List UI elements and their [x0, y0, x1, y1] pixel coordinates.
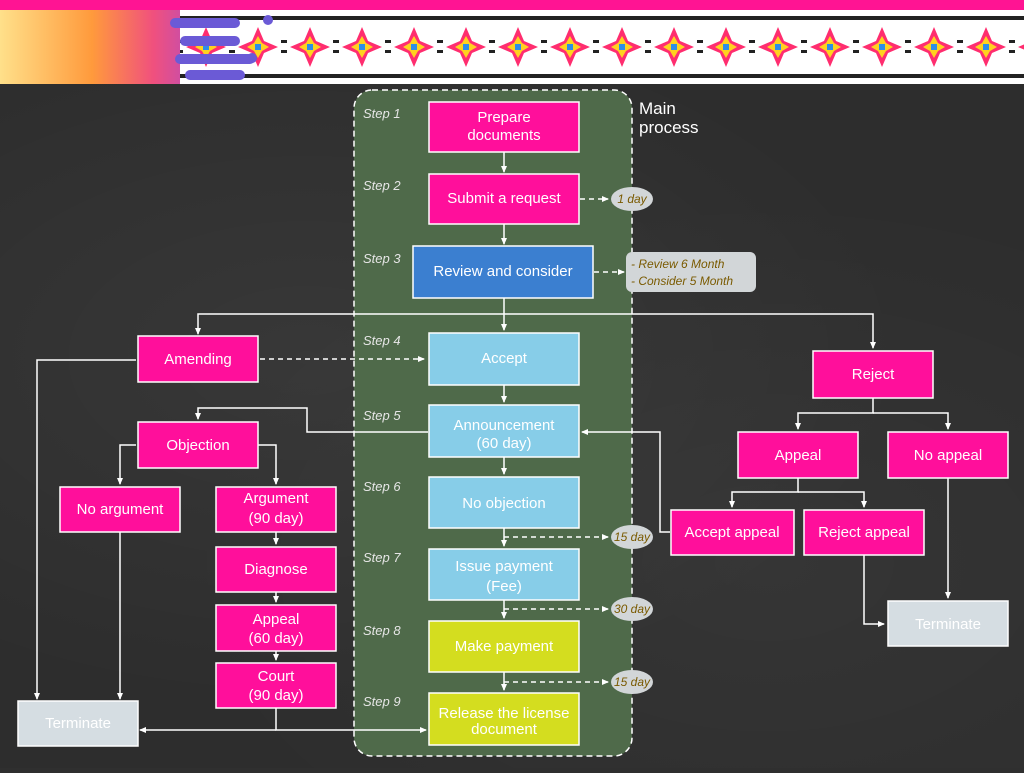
svg-text:(90 day): (90 day)	[248, 510, 303, 527]
box-review-consider: Review and consider	[412, 245, 594, 299]
svg-text:Make payment: Make payment	[455, 638, 554, 655]
svg-text:- Review 6 Month: - Review 6 Month	[631, 257, 725, 271]
main-process-label-line2: process	[639, 118, 699, 137]
svg-text:Amending: Amending	[164, 351, 232, 368]
svg-text:Announcement: Announcement	[454, 417, 556, 434]
svg-text:(Fee): (Fee)	[486, 578, 522, 595]
box-accept: Accept	[428, 332, 580, 386]
svg-text:Diagnose: Diagnose	[244, 561, 307, 578]
step-label-3: Step 3	[363, 251, 401, 266]
box-no-objection: No objection	[428, 476, 580, 529]
svg-text:Terminate: Terminate	[45, 715, 111, 732]
svg-text:(60 day): (60 day)	[476, 435, 531, 452]
step-label-2: Step 2	[363, 178, 401, 193]
box-issue-payment: Issue payment (Fee)	[428, 548, 580, 601]
step-label-1: Step 1	[363, 106, 401, 121]
svg-text:Objection: Objection	[166, 437, 229, 454]
step-label-5: Step 5	[363, 408, 401, 423]
box-reject-appeal: Reject appeal	[803, 509, 925, 556]
box-reject: Reject	[812, 350, 934, 399]
box-terminate-right: Terminate	[887, 600, 1009, 647]
dashed-connectors	[260, 196, 625, 685]
svg-text:Release the license: Release the license	[439, 705, 570, 722]
svg-text:Review and consider: Review and consider	[433, 263, 572, 280]
svg-text:- Consider 5 Month: - Consider 5 Month	[631, 274, 733, 288]
timing-issue-payment: 30 day	[611, 597, 653, 621]
timing-make-payment: 15 day	[611, 670, 653, 694]
svg-text:documents: documents	[467, 127, 540, 144]
step-label-4: Step 4	[363, 333, 401, 348]
svg-text:15 day: 15 day	[614, 530, 651, 544]
box-accept-appeal: Accept appeal	[670, 509, 795, 556]
svg-text:(90 day): (90 day)	[248, 687, 303, 704]
chalkboard-background: Main process Step 1 Step 2 Step 3 Step 4…	[0, 84, 1024, 768]
svg-text:Appeal: Appeal	[253, 611, 300, 628]
svg-text:15 day: 15 day	[614, 675, 651, 689]
svg-text:(60 day): (60 day)	[248, 630, 303, 647]
svg-text:Court: Court	[258, 668, 296, 685]
box-appeal-right: Appeal	[737, 431, 859, 479]
decorative-pattern-banner	[0, 10, 1024, 84]
box-submit-request: Submit a request	[428, 173, 580, 225]
svg-text:Submit a request: Submit a request	[447, 190, 561, 207]
box-terminate-left: Terminate	[17, 700, 139, 747]
process-flow-diagram: Main process Step 1 Step 2 Step 3 Step 4…	[17, 89, 1009, 757]
svg-text:Issue payment: Issue payment	[455, 558, 553, 575]
svg-text:document: document	[471, 721, 538, 738]
box-announcement: Announcement (60 day)	[428, 404, 580, 458]
box-argument: Argument (90 day)	[215, 486, 337, 533]
main-connectors	[34, 152, 951, 733]
timing-no-objection: 15 day	[611, 525, 653, 549]
box-no-appeal: No appeal	[887, 431, 1009, 479]
step-label-8: Step 8	[363, 623, 401, 638]
box-prepare-documents: Prepare documents	[428, 101, 580, 153]
svg-text:1 day: 1 day	[617, 192, 647, 206]
box-court: Court (90 day)	[215, 662, 337, 709]
svg-text:Appeal: Appeal	[775, 447, 822, 464]
step-label-7: Step 7	[363, 550, 401, 565]
svg-text:No objection: No objection	[462, 495, 545, 512]
svg-text:Accept: Accept	[481, 350, 528, 367]
box-amending: Amending	[137, 335, 259, 383]
box-diagnose: Diagnose	[215, 546, 337, 593]
svg-text:Accept appeal: Accept appeal	[684, 524, 779, 541]
svg-text:Reject appeal: Reject appeal	[818, 524, 910, 541]
timing-submit: 1 day	[611, 187, 653, 211]
step-label-9: Step 9	[363, 694, 401, 709]
svg-text:Argument: Argument	[243, 490, 309, 507]
box-release-license: Release the license document	[428, 692, 580, 746]
svg-text:Terminate: Terminate	[915, 616, 981, 633]
svg-text:No appeal: No appeal	[914, 447, 982, 464]
svg-text:Prepare: Prepare	[477, 109, 530, 126]
svg-text:No argument: No argument	[77, 501, 165, 518]
main-process-label-line1: Main	[639, 99, 676, 118]
step-label-6: Step 6	[363, 479, 401, 494]
box-make-payment: Make payment	[428, 620, 580, 673]
box-no-argument: No argument	[59, 486, 181, 533]
box-objection: Objection	[137, 421, 259, 469]
box-appeal-60: Appeal (60 day)	[215, 604, 337, 652]
banner-pattern	[170, 10, 1024, 84]
svg-text:Reject: Reject	[852, 366, 895, 383]
timing-review-note: - Review 6 Month - Consider 5 Month	[626, 252, 756, 292]
top-accent-bar	[0, 0, 1024, 10]
svg-text:30 day: 30 day	[614, 602, 651, 616]
